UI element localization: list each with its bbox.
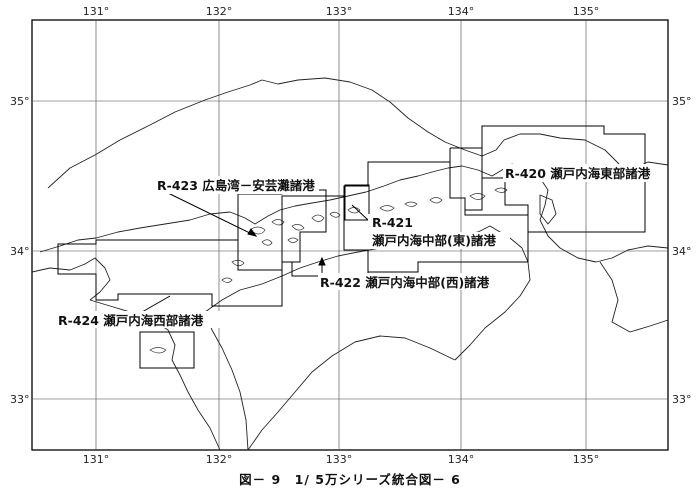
island [291, 224, 305, 231]
island [469, 193, 486, 200]
label-bg-r422 [318, 273, 494, 290]
lon-bottom-131: 131° [83, 453, 110, 466]
island [221, 277, 233, 283]
lon-top-134: 134° [448, 5, 475, 18]
island [494, 187, 508, 193]
island [287, 237, 299, 243]
island [311, 214, 325, 222]
leader-lines [127, 192, 369, 321]
label-bg-r423 [155, 176, 319, 194]
lat-left-34: 34° [10, 245, 30, 258]
chart-coverage [57, 125, 646, 369]
lon-bottom-134: 134° [448, 453, 475, 466]
island [347, 207, 361, 214]
label-r424: R-424 瀬戸内海西部諸港 [58, 313, 204, 328]
lat-right-34: 34° [672, 245, 692, 258]
island [271, 219, 285, 226]
island [231, 259, 245, 267]
island [379, 205, 395, 212]
arrowhead-r422 [318, 256, 326, 266]
coverage-r424 [57, 239, 283, 307]
label-r421-name: 瀬戸内海中部(東)諸港 [371, 233, 496, 248]
latitude-labels-left: 35° 34° 33° [10, 95, 30, 406]
arrowhead-r423 [247, 228, 258, 237]
coast-shikoku-west [204, 311, 249, 451]
label-r422: R-422 瀬戸内海中部(西)諸港 [320, 275, 490, 290]
lon-top-132: 132° [206, 5, 233, 18]
lon-bottom-132: 132° [206, 453, 233, 466]
graticule [32, 20, 668, 450]
coverage-r422-inner [344, 184, 370, 221]
lat-left-35: 35° [10, 95, 30, 108]
label-r420: R-420 瀬戸内海東部諸港 [505, 166, 651, 181]
label-bg-r421-code [368, 214, 416, 230]
label-bg-r424 [56, 311, 220, 328]
coastlines [31, 77, 669, 451]
coverage-r424-south [139, 331, 195, 369]
figure-caption: 図－ 9 1/ 5万シリーズ統合図－ 6 [239, 472, 461, 487]
inland-sea-islands [149, 187, 508, 354]
coast-sea-of-japan [47, 77, 505, 189]
island [429, 197, 443, 204]
coast-awaji [539, 194, 557, 225]
island [261, 239, 273, 246]
lat-left-33: 33° [10, 393, 30, 406]
map-frame [31, 19, 669, 451]
coast-honshu-inland-sea [39, 163, 513, 253]
leader-r421 [351, 204, 369, 221]
lon-bottom-133: 133° [326, 453, 353, 466]
label-r421-code: R-421 [372, 215, 413, 230]
lon-top-135: 135° [573, 5, 600, 18]
island [149, 347, 167, 354]
coast-kyushu-north [31, 257, 111, 301]
coverage-r420-inner [449, 147, 483, 211]
island [404, 201, 418, 207]
longitude-labels-bottom: 131° 132° 133° 134° 135° [83, 453, 600, 466]
lat-right-33: 33° [672, 393, 692, 406]
region-labels: R-420 瀬戸内海東部諸港 R-423 広島湾－安芸灘諸港 R-421 瀬戸内… [56, 164, 653, 328]
latitude-labels-right: 35° 34° 33° [672, 95, 692, 406]
label-bg-r421-name [368, 232, 510, 249]
lat-right-35: 35° [672, 95, 692, 108]
lon-bottom-135: 135° [573, 453, 600, 466]
coast-shikoku-east [454, 237, 531, 361]
coast-shikoku-south [247, 335, 456, 451]
lon-top-133: 133° [326, 5, 353, 18]
lon-top-131: 131° [83, 5, 110, 18]
island [329, 211, 341, 218]
leader-r423 [167, 192, 257, 237]
coast-shikoku-north [204, 225, 511, 313]
label-bg-r420 [503, 164, 653, 182]
island [249, 226, 266, 235]
coast-kii [599, 261, 669, 333]
longitude-labels-top: 131° 132° 133° 134° 135° [83, 5, 600, 18]
label-r423: R-423 広島湾－安芸灘諸港 [157, 178, 315, 193]
